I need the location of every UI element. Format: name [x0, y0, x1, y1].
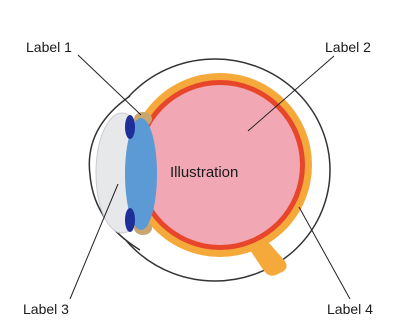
leader-line-4	[299, 207, 350, 299]
iris-top	[125, 115, 135, 139]
leader-line-1	[78, 55, 141, 115]
center-illustration-text: Illustration	[170, 165, 238, 180]
leader-line-3	[70, 184, 118, 299]
label-3: Label 3	[23, 302, 69, 316]
iris-bottom	[125, 208, 135, 232]
label-1: Label 1	[26, 40, 72, 54]
label-4: Label 4	[327, 302, 373, 316]
label-2: Label 2	[325, 40, 371, 54]
